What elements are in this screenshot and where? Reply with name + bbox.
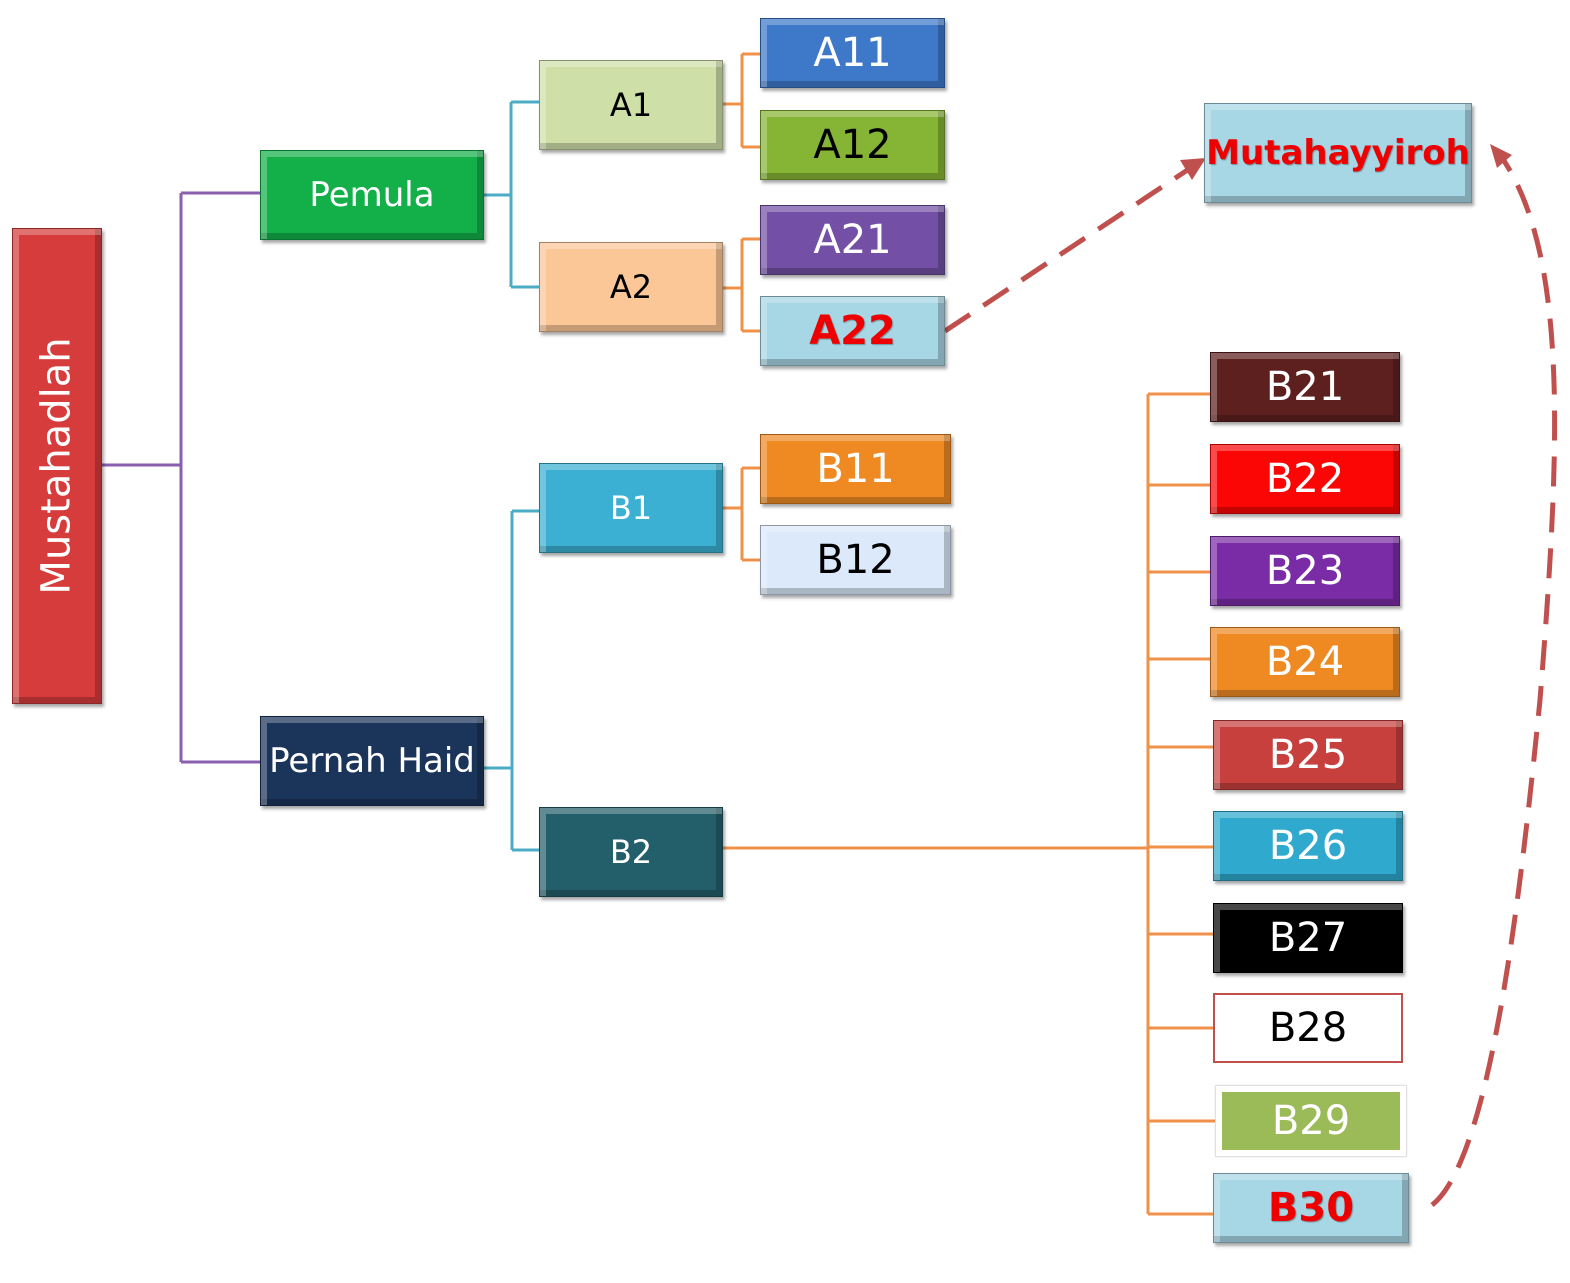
node-label: B23	[1265, 548, 1345, 594]
node-b2[interactable]: B2	[539, 807, 723, 897]
node-a1[interactable]: A1	[539, 60, 723, 150]
node-label: B29	[1271, 1098, 1351, 1144]
a2-connector	[723, 237, 760, 333]
b2-connector	[723, 394, 1150, 1214]
node-label: B12	[816, 537, 895, 583]
outcome-label: Mutahayyiroh	[1206, 133, 1470, 173]
node-label: Pernah Haid	[269, 741, 475, 781]
node-label: B11	[816, 446, 895, 492]
node-a11[interactable]: A11	[760, 18, 945, 88]
node-label: B1	[609, 489, 653, 527]
node-label: B22	[1265, 456, 1345, 502]
b1-connector	[723, 466, 760, 562]
node-b24[interactable]: B24	[1210, 627, 1400, 697]
node-label: B30	[1267, 1185, 1355, 1231]
node-label: A22	[809, 308, 896, 354]
node-b12[interactable]: B12	[760, 525, 951, 595]
node-a12[interactable]: A12	[760, 110, 945, 180]
node-label: B26	[1268, 823, 1348, 869]
node-b27[interactable]: B27	[1213, 903, 1403, 973]
dashed-arrow-b30	[1430, 150, 1558, 1207]
arrowhead-icon	[1490, 144, 1512, 168]
node-b25[interactable]: B25	[1213, 720, 1403, 790]
root-label: Mustahadlah	[34, 337, 81, 595]
node-label: B21	[1265, 364, 1345, 410]
node-label: B2	[609, 833, 653, 871]
node-pernah-haid[interactable]: Pernah Haid	[260, 716, 484, 806]
node-a2[interactable]: A2	[539, 242, 723, 332]
node-b11[interactable]: B11	[760, 434, 951, 504]
node-b22[interactable]: B22	[1210, 444, 1400, 514]
node-pemula[interactable]: Pemula	[260, 150, 484, 240]
outcome-node-mutahayyiroh[interactable]: Mutahayyiroh	[1204, 103, 1472, 203]
node-a21[interactable]: A21	[760, 205, 945, 275]
root-connector	[102, 191, 260, 764]
node-label: A21	[813, 217, 892, 263]
node-label: A12	[813, 122, 892, 168]
node-label: B25	[1268, 732, 1348, 778]
dashed-arrow-a22	[943, 162, 1197, 334]
node-a22[interactable]: A22	[760, 296, 945, 366]
pemula-connector	[484, 100, 539, 289]
root-node-mustahadlah[interactable]: Mustahadlah	[12, 228, 102, 704]
arrowhead-icon	[1180, 158, 1206, 180]
node-label: A1	[609, 86, 653, 124]
node-label: B24	[1265, 639, 1345, 685]
node-label: A11	[813, 30, 892, 76]
pernah-haid-connector	[484, 509, 539, 852]
node-b21[interactable]: B21	[1210, 352, 1400, 422]
node-label: A2	[609, 268, 653, 306]
node-label: B27	[1268, 915, 1348, 961]
node-b29[interactable]: B29	[1215, 1085, 1407, 1157]
node-b23[interactable]: B23	[1210, 536, 1400, 606]
node-b28[interactable]: B28	[1213, 993, 1403, 1063]
node-label: B28	[1268, 1005, 1348, 1051]
node-b1[interactable]: B1	[539, 463, 723, 553]
a1-connector	[723, 52, 760, 149]
node-b26[interactable]: B26	[1213, 811, 1403, 881]
node-label: Pemula	[309, 175, 435, 215]
node-b30[interactable]: B30	[1213, 1173, 1409, 1243]
